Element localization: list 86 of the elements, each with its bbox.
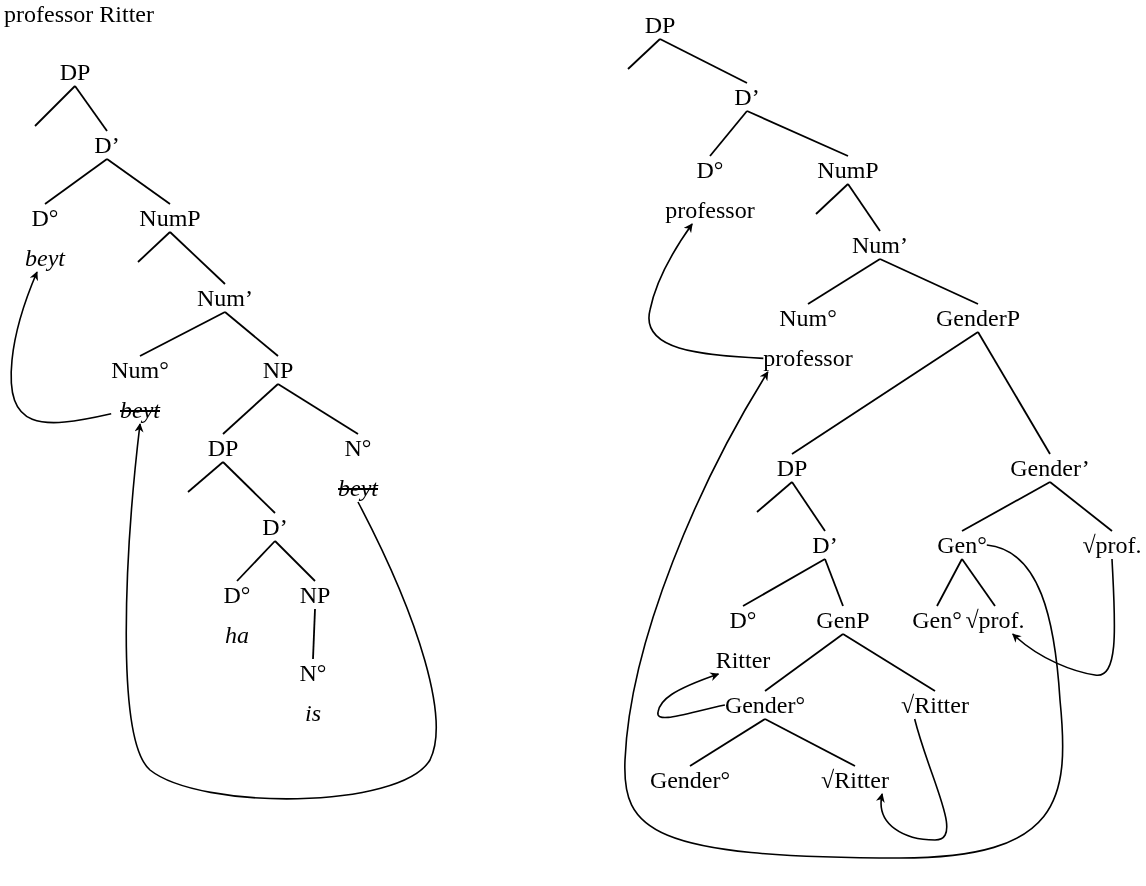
movement-arrow: [648, 223, 765, 360]
caption-text: professor Ritter: [4, 0, 154, 28]
node-label: D’: [262, 513, 288, 541]
tree-branch: [689, 718, 766, 767]
tree-branch: [807, 258, 881, 305]
node-label: D’: [812, 531, 838, 559]
tree-branch: [187, 461, 224, 493]
tree-branch: [34, 85, 76, 127]
tree-branch: [815, 183, 849, 215]
node-label: D°: [729, 606, 757, 634]
tree-branch: [824, 558, 844, 607]
tree-branch: [277, 383, 359, 435]
tree-branch: [137, 231, 171, 263]
tree-branch: [627, 38, 661, 70]
struck-word: beyt: [120, 396, 160, 424]
tree-branch: [791, 481, 826, 532]
tree-branch: [139, 311, 226, 357]
movement-arrow: [876, 718, 948, 841]
node-label: Num’: [197, 284, 253, 312]
tree-branch: [312, 608, 316, 660]
tree-branch: [791, 331, 979, 455]
word-label: Ritter: [715, 646, 771, 674]
node-label: DP: [644, 11, 676, 39]
node-label: NP: [262, 356, 294, 384]
node-label: Num’: [852, 231, 908, 259]
word-label: professor: [763, 344, 853, 372]
node-label: DP: [59, 58, 91, 86]
node-label: D°: [696, 156, 724, 184]
node-label: D’: [94, 131, 120, 159]
tree-branch: [977, 331, 1051, 455]
tree-branch: [222, 383, 279, 435]
node-label: Gen°: [912, 606, 962, 634]
tree-branch: [236, 540, 276, 582]
node-label: √prof.: [965, 606, 1025, 634]
word-label: is: [305, 699, 321, 727]
node-label: √prof.: [1082, 531, 1142, 559]
tree-branch: [274, 540, 316, 582]
tree-branch: [961, 558, 996, 607]
node-label: NumP: [139, 204, 201, 232]
node-label: √Ritter: [821, 766, 889, 794]
tree-branch: [659, 38, 748, 84]
tree-branch: [756, 481, 793, 513]
word-label: beyt: [25, 244, 65, 272]
movement-arrow: [624, 371, 1064, 859]
tree-branch: [224, 311, 279, 357]
tree-branch: [961, 481, 1051, 532]
tree-branch: [936, 558, 963, 607]
tree-branch: [764, 633, 844, 692]
tree-branch: [764, 718, 856, 767]
tree-branch: [1049, 481, 1113, 532]
node-label: GenP: [816, 606, 870, 634]
node-label: Gender°: [649, 766, 731, 794]
node-label: D’: [734, 83, 760, 111]
node-label: √Ritter: [901, 691, 969, 719]
node-label: N°: [344, 434, 372, 462]
tree-branch: [709, 110, 748, 157]
node-label: D°: [223, 581, 251, 609]
tree-branch: [169, 231, 226, 285]
word-label: ha: [225, 621, 249, 649]
node-label: Num°: [779, 304, 837, 332]
node-label: Gender’: [1010, 454, 1090, 482]
tree-branch: [746, 110, 849, 157]
tree-branch: [74, 85, 108, 132]
tree-branch: [742, 558, 826, 607]
movement-arrow: [657, 672, 726, 719]
tree-branch: [879, 258, 979, 305]
node-label: Num°: [111, 356, 169, 384]
tree-branch: [44, 158, 108, 205]
node-label: NumP: [817, 156, 879, 184]
movement-arrow: [1011, 558, 1116, 676]
struck-word: beyt: [338, 474, 378, 502]
node-label: DP: [776, 454, 808, 482]
movement-arrow: [125, 423, 437, 800]
word-label: professor: [665, 196, 755, 224]
tree-branch: [847, 183, 881, 232]
node-label: D°: [31, 204, 59, 232]
node-label: Gender°: [724, 691, 806, 719]
movement-arrow: [10, 271, 112, 424]
node-label: Gen°: [937, 531, 987, 559]
node-label: GenderP: [936, 304, 1020, 332]
node-label: DP: [207, 434, 239, 462]
tree-branch: [842, 633, 936, 692]
tree-branch: [222, 461, 276, 514]
node-label: NP: [299, 581, 331, 609]
node-label: N°: [299, 659, 327, 687]
tree-branch: [106, 158, 171, 205]
